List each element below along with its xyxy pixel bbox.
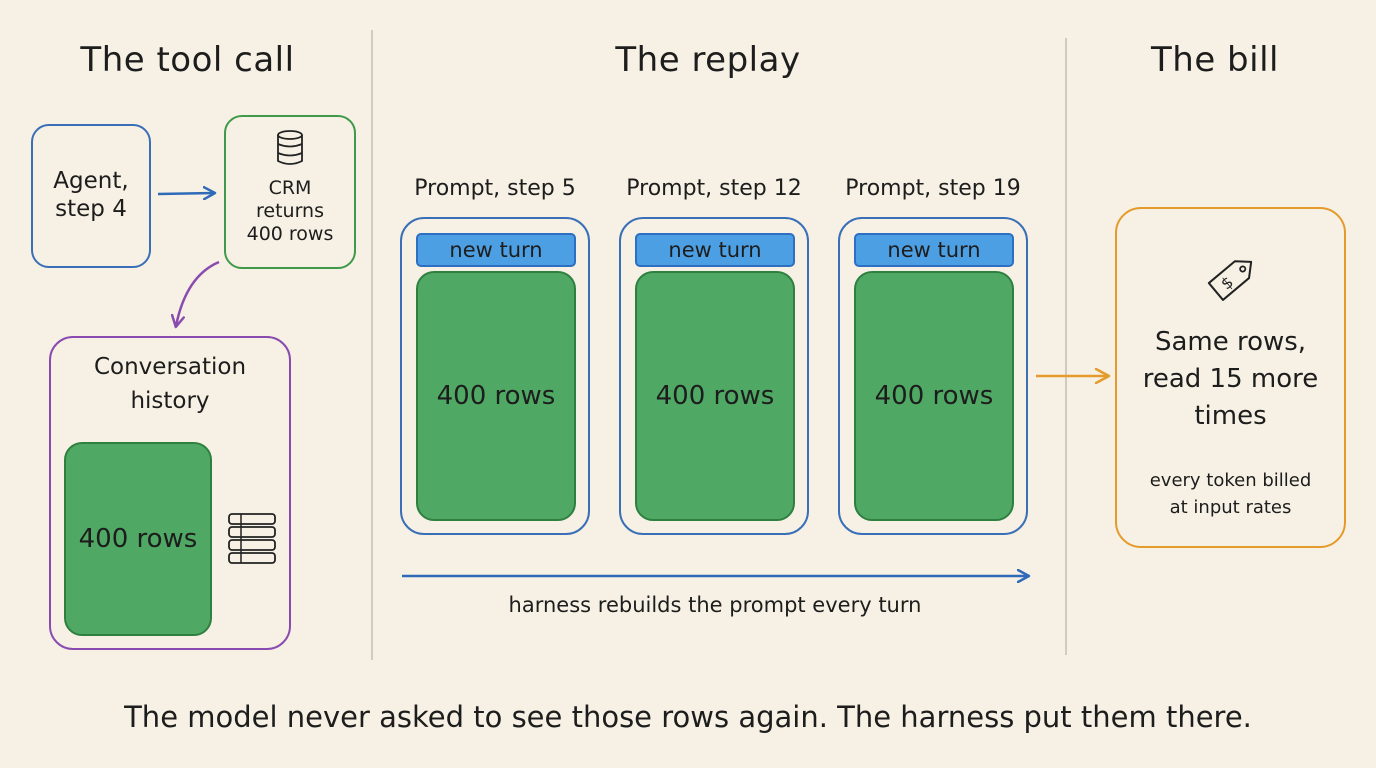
bill-box: $ Same rows, read 15 more times every to… [1115,207,1346,548]
bill-main-line3: times [1194,401,1267,431]
crm-to-history-arrow [176,260,220,326]
table-stack-icon [228,513,276,564]
prompt-rows-block: 400 rows [635,271,795,521]
prompt-label-step-12: Prompt, step 12 [626,176,802,201]
bill-main-line2: read 15 more [1142,364,1319,394]
conversation-history-box: Conversation history 400 rows [49,336,291,650]
agent-to-crm-arrow [157,193,214,194]
bill-main-line1: Same rows, [1154,327,1307,357]
new-turn-tag: new turn [635,233,795,267]
prompt-rows-block: 400 rows [416,271,576,521]
prompt-card-step-19: new turn 400 rows [838,217,1028,535]
agent-box: Agent, step 4 [31,124,151,268]
agent-label-line1: Agent, [53,168,129,195]
section-title-replay: The replay [615,40,801,80]
prompt-label-step-5: Prompt, step 5 [414,176,576,201]
history-title-line1: Conversation [93,354,247,380]
prompt-card-step-5: new turn 400 rows [400,217,590,535]
timeline-caption: harness rebuilds the prompt every turn [508,593,922,617]
crm-label-line2: returns [256,199,324,222]
prompt-rows-block: 400 rows [854,271,1014,521]
prompt-card-step-12: new turn 400 rows [619,217,809,535]
agent-label-line2: step 4 [55,196,127,222]
bill-note-line2: at input rates [1169,497,1292,518]
new-turn-tag: new turn [416,233,576,267]
section-title-tool-call: The tool call [80,40,295,80]
footer-caption: The model never asked to see those rows … [124,700,1252,734]
prompt-label-step-19: Prompt, step 19 [845,176,1021,201]
crm-box: CRM returns 400 rows [224,115,356,269]
crm-label-line3: 400 rows [246,222,334,245]
database-icon [277,130,303,165]
history-rows-block: 400 rows [64,442,212,636]
bill-note-line1: every token billed [1149,470,1312,491]
crm-label-line1: CRM [268,177,312,199]
section-title-bill: The bill [1151,40,1279,80]
price-tag-icon: $ [1207,260,1253,301]
history-title-line2: history [130,388,210,414]
new-turn-tag: new turn [854,233,1014,267]
